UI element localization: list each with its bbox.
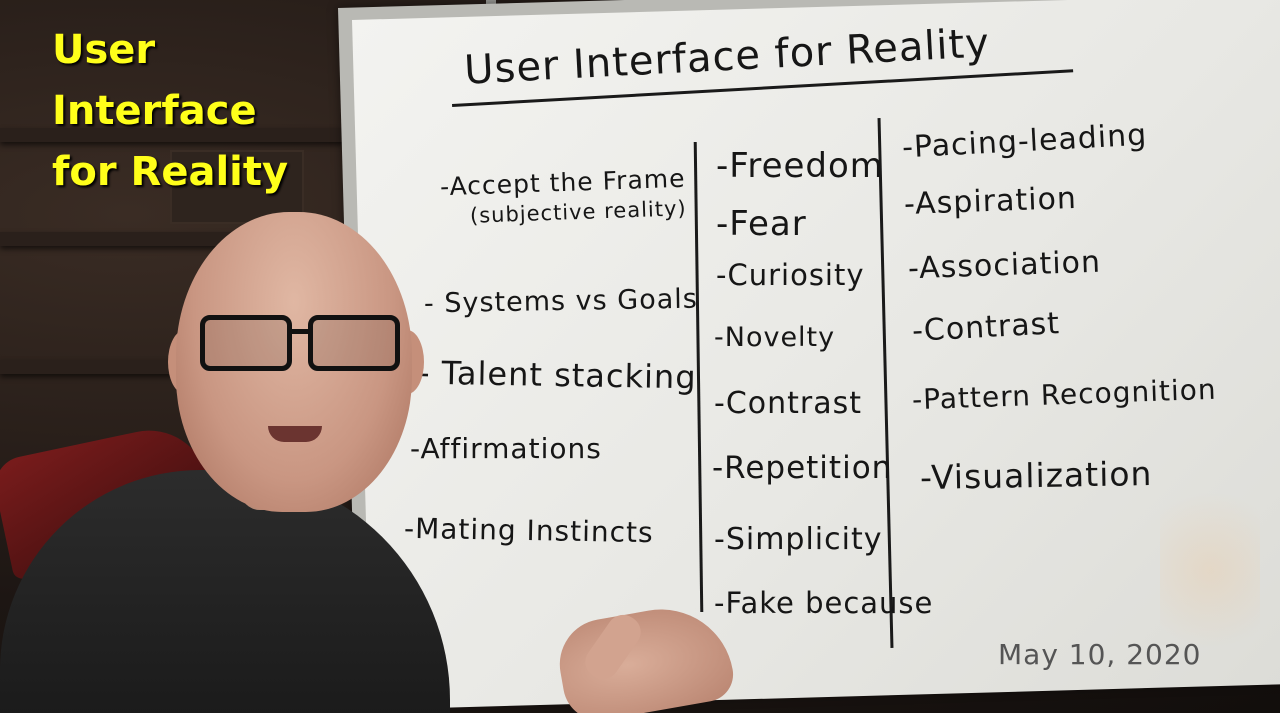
board-item: -Simplicity — [714, 522, 883, 557]
board-item: -Association — [907, 244, 1102, 287]
board-item: -Fear — [716, 204, 807, 244]
board-item: -Curiosity — [716, 258, 865, 292]
board-item: - Talent stacking — [417, 353, 697, 397]
board-item: - Systems vs Goals — [423, 283, 699, 320]
glasses-bridge — [288, 329, 310, 334]
person-head — [176, 212, 412, 512]
person-mouth — [268, 426, 322, 442]
cabinet — [170, 150, 304, 224]
glasses — [200, 315, 400, 371]
board-item: -Visualization — [919, 453, 1153, 498]
date-caption: May 10, 2020 — [998, 638, 1202, 671]
board-item: -Novelty — [714, 322, 836, 353]
shelf — [0, 128, 360, 142]
light-glare — [1160, 470, 1260, 670]
board-item: -Fake because — [714, 586, 934, 620]
glasses-lens — [308, 315, 400, 371]
board-item: -Freedom — [716, 146, 884, 186]
overlay-title: User Interface for Reality — [52, 27, 289, 195]
board-item: -Contrast — [714, 386, 863, 421]
board-item: -Aspiration — [903, 180, 1078, 223]
glasses-lens — [200, 315, 292, 371]
board-item: -Repetition — [712, 450, 893, 486]
board-item: -Mating Instincts — [403, 511, 654, 550]
board-item: -Affirmations — [410, 432, 602, 465]
